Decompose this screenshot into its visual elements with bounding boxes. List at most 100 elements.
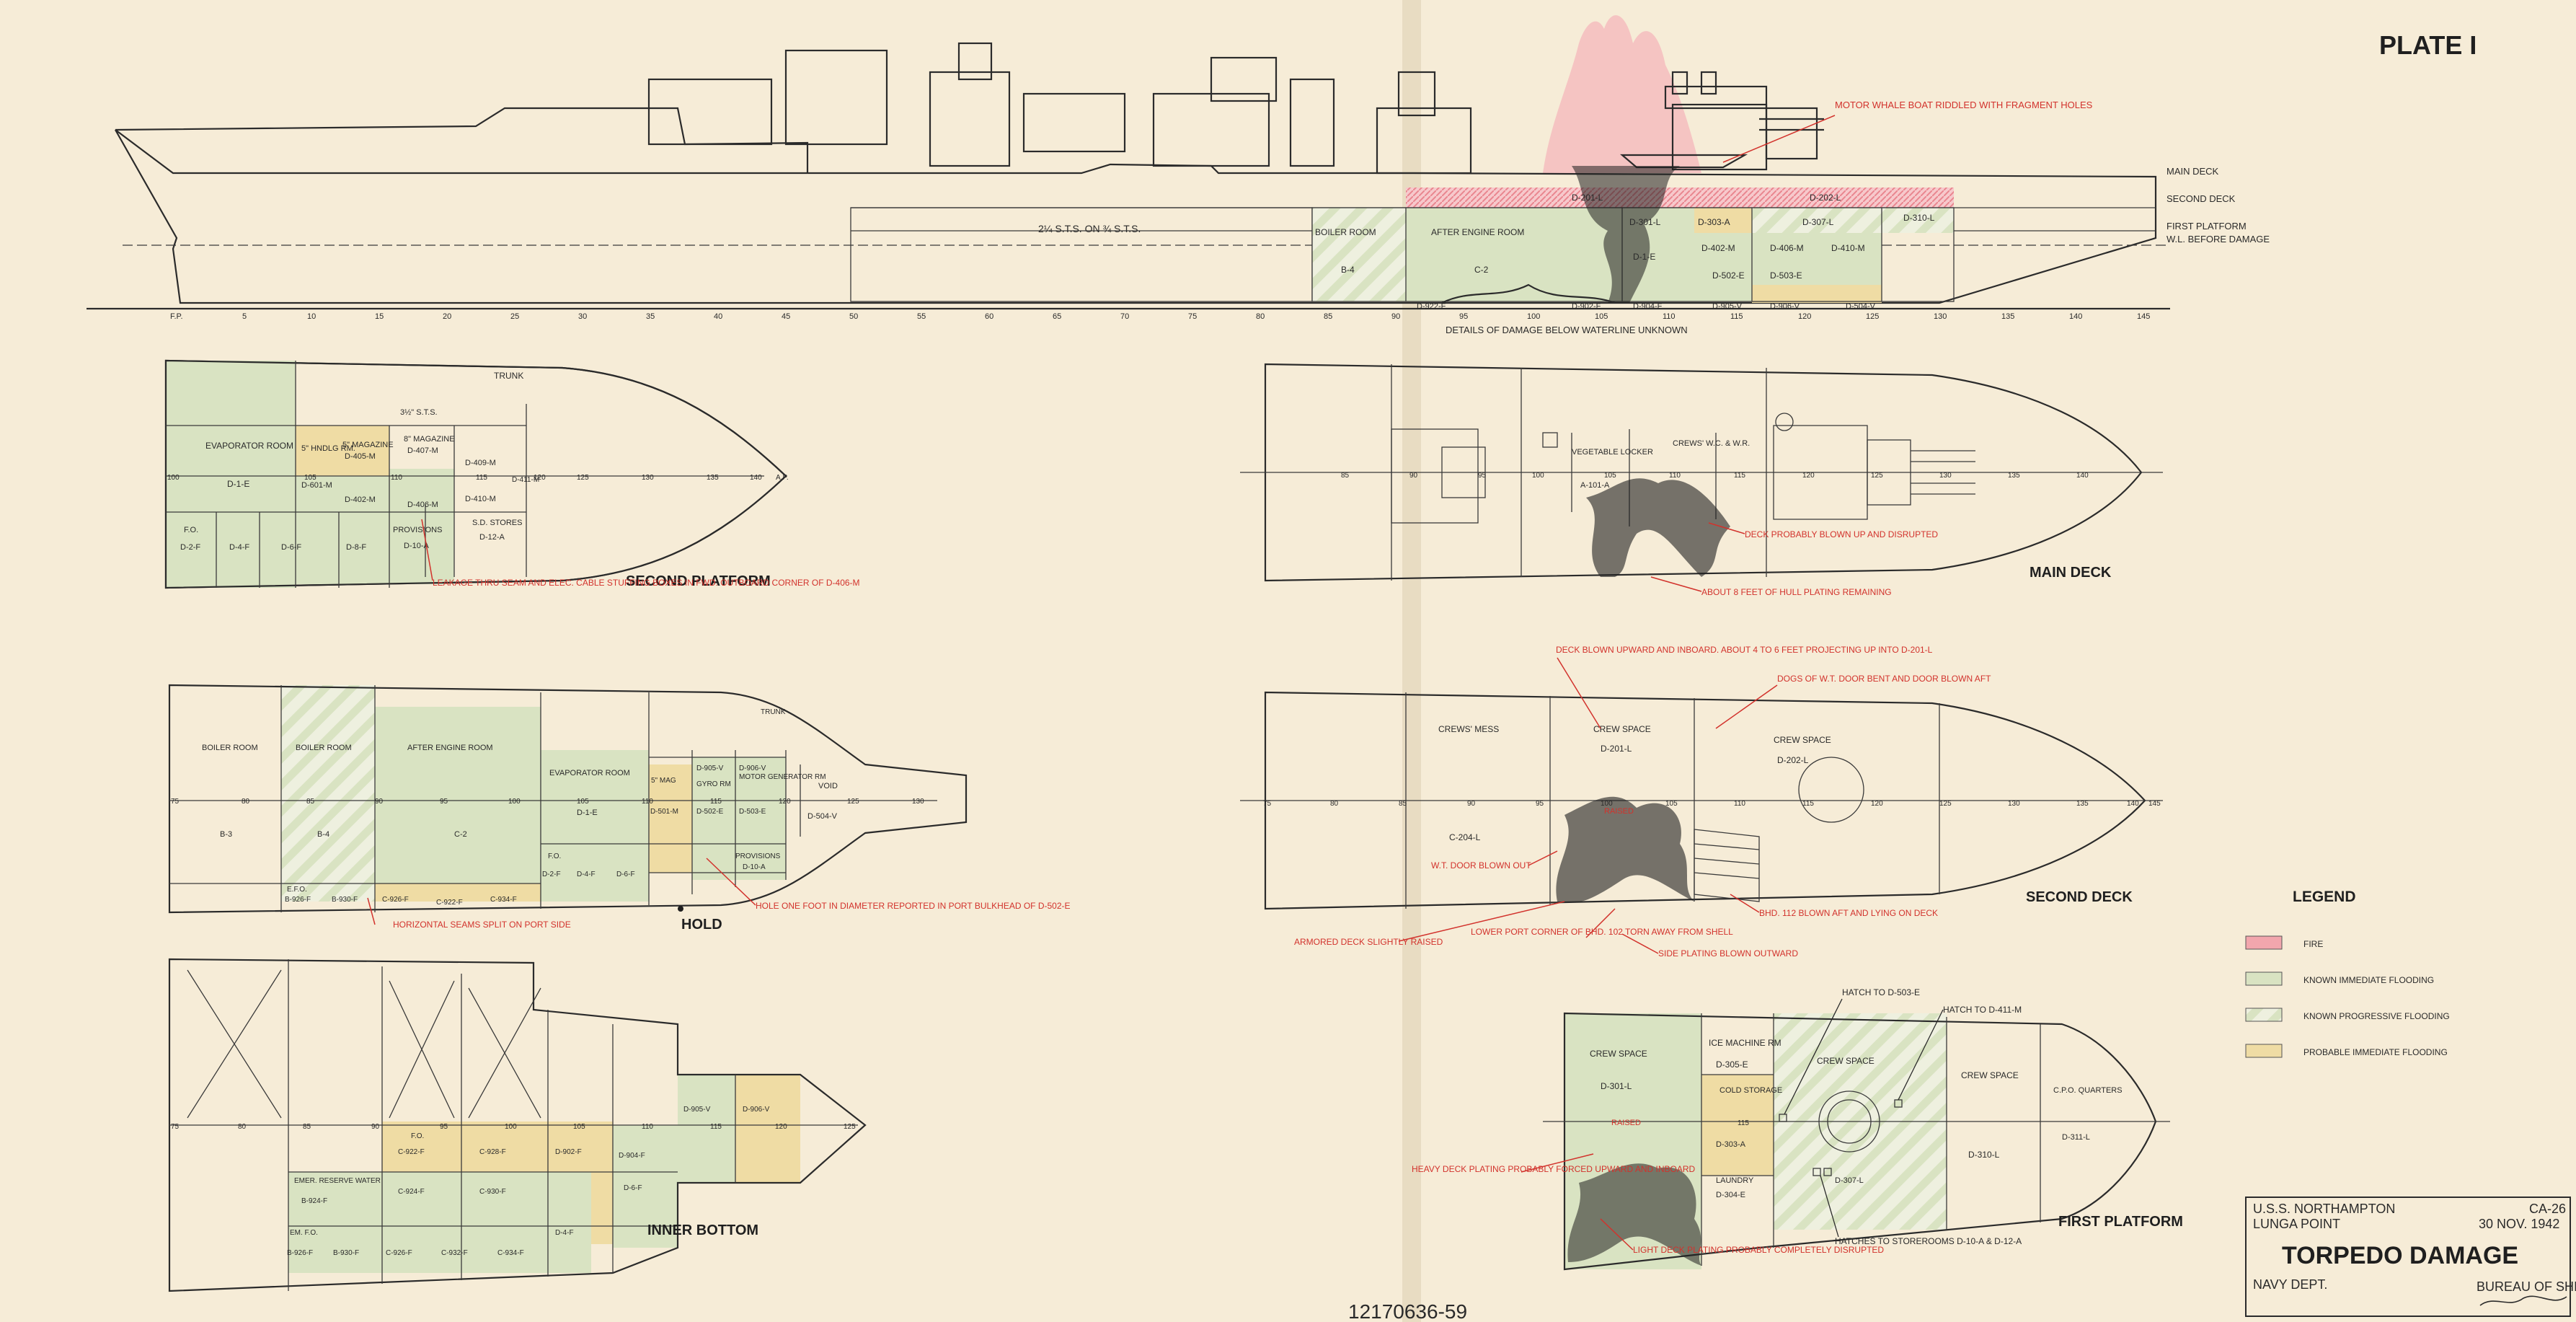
compartment-label: D-904-F: [1633, 302, 1663, 311]
hold-frame: 130: [912, 798, 924, 806]
frame-label: 45: [782, 312, 790, 321]
frame-label: 95: [1459, 312, 1468, 321]
hold-frame: 90: [375, 798, 384, 806]
sp-label: D-405-M: [345, 452, 376, 461]
frame-label: 20: [443, 312, 451, 321]
frame-label: 15: [375, 312, 384, 321]
second-platform-plan: TRUNK EVAPORATOR ROOM D-1-E 5" HNDLG RM.…: [164, 359, 860, 589]
sd-note: BHD. 112 BLOWN AFT AND LYING ON DECK: [1759, 908, 1938, 918]
frame-label: 85: [1324, 312, 1332, 321]
hold-frame: 105: [577, 798, 589, 806]
sd-frame: 85: [1399, 800, 1407, 808]
ib-frame: 80: [238, 1123, 247, 1131]
sp-label: S.D. STORES: [472, 519, 522, 527]
sd-note: W.T. DOOR BLOWN OUT: [1431, 860, 1531, 871]
fp-label: CREW SPACE: [1961, 1070, 2019, 1080]
ib-label: F.O.: [411, 1132, 424, 1140]
tb-code: CA-26: [2529, 1202, 2566, 1216]
title-block: U.S.S. NORTHAMPTON LUNGA POINT CA-26 30 …: [2245, 1197, 2576, 1317]
frame-label: 25: [510, 312, 519, 321]
sp-frame: 130: [642, 474, 654, 482]
boiler-room-b4: [1312, 208, 1406, 301]
ib-label: D-6-F: [624, 1184, 642, 1192]
hold-label: C-2: [454, 830, 467, 839]
frame-label: 10: [307, 312, 316, 321]
sd-note: LOWER PORT CORNER OF BHD. 102 TORN AWAY …: [1471, 927, 1733, 937]
frame-label: 60: [985, 312, 993, 321]
deck-label: W.L. BEFORE DAMAGE: [2166, 234, 2270, 244]
ib-label: C-934-F: [497, 1249, 524, 1257]
sp-label: 3½" S.T.S.: [400, 408, 438, 417]
sd-frame: 110: [1734, 800, 1745, 808]
sp-label: TRUNK: [494, 371, 523, 381]
sd-frame: 95: [1536, 800, 1544, 808]
sd-note: DOGS OF W.T. DOOR BENT AND DOOR BLOWN AF…: [1777, 674, 1991, 684]
frame-label: 135: [2001, 312, 2014, 321]
compartment-label: D-402-M: [1701, 243, 1735, 253]
fp-label: D-311-L: [2062, 1133, 2090, 1142]
hold-frame: 95: [440, 798, 448, 806]
md-frame: 90: [1409, 472, 1418, 480]
hold-frame: 85: [306, 798, 315, 806]
sd-frame: 140: [2127, 800, 2139, 808]
compartment-label: D-310-L: [1903, 213, 1935, 223]
ib-label: C-930-F: [479, 1188, 506, 1196]
sp-frame: A.P.: [776, 474, 789, 482]
sd-label: CREW SPACE: [1593, 724, 1651, 734]
ib-frame: 105: [573, 1123, 585, 1131]
fp-note: RAISED: [1611, 1119, 1641, 1127]
sd-frame: 100: [1601, 800, 1613, 808]
compartment-label: D-905-V: [1712, 302, 1743, 311]
second-platform-title: SECOND PLATFORM: [626, 573, 771, 589]
frame-label: 100: [1527, 312, 1540, 321]
sp-label: D-2-F: [180, 543, 200, 552]
fp-note: HATCHES TO STOREROOMS D-10-A & D-12-A: [1835, 1236, 2022, 1246]
hold-label: D-906-V: [739, 764, 766, 772]
ib-frame: 115: [710, 1123, 722, 1131]
compartment-label: D-502-E: [1712, 270, 1745, 281]
sp-frame: 125: [577, 474, 589, 482]
hold-label: D-6-F: [616, 871, 635, 878]
compartment-label: D-504-V: [1846, 302, 1876, 311]
frame-label: 75: [1188, 312, 1197, 321]
legend-swatch-known-immediate: [2245, 971, 2283, 986]
ib-label: D-4-F: [555, 1229, 574, 1237]
sd-label: D-202-L: [1777, 755, 1809, 765]
frame-label: 105: [1595, 312, 1608, 321]
hold-label: B-3: [220, 830, 232, 839]
compartment-label: BOILER ROOM: [1315, 227, 1376, 237]
compartment-label: C-2: [1474, 265, 1489, 275]
legend-swatch-known-progressive: [2245, 1008, 2283, 1022]
sp-label: 8" MAGAZINE: [404, 435, 455, 444]
fp-label: C.P.O. QUARTERS: [2053, 1086, 2123, 1095]
sp-label: F.O.: [184, 526, 198, 534]
ib-frame: 75: [171, 1123, 180, 1131]
legend: LEGEND FIRE KNOWN IMMEDIATE FLOODING KNO…: [2245, 889, 2450, 1058]
compartment-label: D-406-M: [1770, 243, 1804, 253]
second-deck-title: SECOND DECK: [2026, 889, 2133, 905]
deck-label: MAIN DECK: [2166, 166, 2219, 177]
note-motor-whale-boat: MOTOR WHALE BOAT RIDDLED WITH FRAGMENT H…: [1835, 100, 2093, 110]
damage-second-deck: [1556, 796, 1694, 902]
frame-label: 50: [849, 312, 858, 321]
fp-note: LIGHT DECK PLATING PROBABLY COMPLETELY D…: [1633, 1245, 1884, 1255]
sp-frame: 115: [476, 474, 487, 482]
compartment-label: D-922-F: [1417, 302, 1446, 311]
sp-label: 5" HNDLG RM.: [301, 444, 355, 453]
hold-label: D-10-A: [743, 863, 766, 871]
sd-frame: 125: [1939, 800, 1952, 808]
md-frame: 135: [2008, 472, 2020, 480]
hold-label: C-922-F: [436, 899, 463, 907]
frame-label: 115: [1730, 312, 1743, 321]
hold-label: EVAPORATOR ROOM: [549, 769, 630, 777]
hold-frame: 110: [642, 798, 653, 806]
sd-note: SIDE PLATING BLOWN OUTWARD: [1658, 948, 1798, 959]
ib-frame: 100: [505, 1123, 517, 1131]
tb-date: 30 NOV. 1942: [2479, 1217, 2559, 1231]
ib-label: C-924-F: [398, 1188, 425, 1196]
sd-frame: 145: [2148, 800, 2161, 808]
hold-label: C-934-F: [490, 896, 517, 904]
ib-frame: 120: [775, 1123, 787, 1131]
md-frame: 105: [1604, 472, 1616, 480]
